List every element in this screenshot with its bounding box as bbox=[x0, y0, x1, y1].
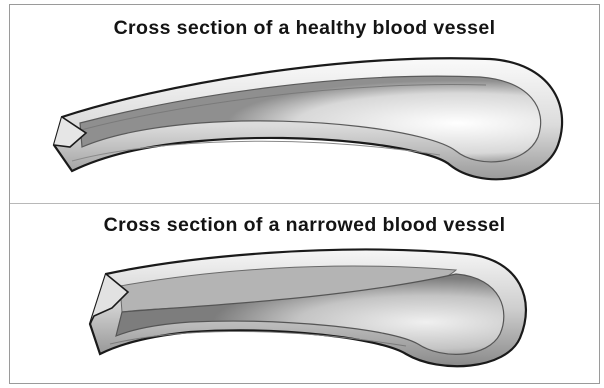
narrowed-vessel-illustration bbox=[10, 204, 601, 386]
narrowed-vessel-panel: Cross section of a narrowed blood vessel bbox=[10, 203, 599, 386]
figure-frame: Cross section of a healthy blood vessel bbox=[9, 4, 600, 384]
healthy-vessel-illustration bbox=[10, 5, 601, 203]
healthy-vessel-lumen bbox=[80, 76, 541, 162]
healthy-vessel-panel: Cross section of a healthy blood vessel bbox=[10, 5, 599, 203]
